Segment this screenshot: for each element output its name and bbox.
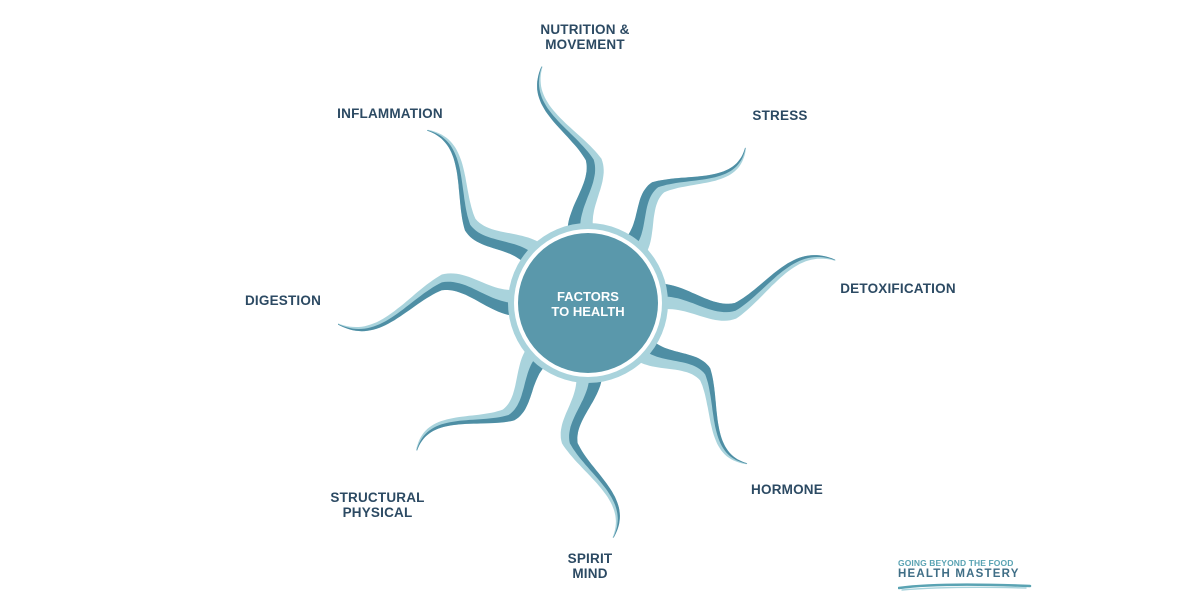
ray-structural-dark <box>416 354 548 451</box>
ray-nutrition <box>537 66 604 233</box>
ray-spirit <box>560 374 620 538</box>
factor-label-nutrition-line-2: MOVEMENT <box>545 37 625 52</box>
center-title-line-2: TO HEALTH <box>551 304 625 319</box>
ray-digestion-dark <box>338 281 516 332</box>
factor-label-detoxification: DETOXIFICATION <box>828 281 968 296</box>
ray-hormone-dark <box>643 339 748 464</box>
center-circle <box>518 233 658 373</box>
factor-label-spirit-line-2: MIND <box>572 566 608 581</box>
factor-label-hormone-line-1: HORMONE <box>751 482 823 497</box>
factor-label-nutrition: NUTRITION & MOVEMENT <box>530 22 640 52</box>
factor-label-detoxification-line-1: DETOXIFICATION <box>840 281 956 296</box>
factor-label-structural-line-1: STRUCTURAL <box>330 490 425 505</box>
brand-tagline: GOING BEYOND THE FOOD <box>898 558 1014 568</box>
sun-rays <box>338 66 836 538</box>
ray-nutrition-light <box>537 66 604 233</box>
factor-label-inflammation: INFLAMMATION <box>325 106 455 121</box>
factor-label-stress: STRESS <box>735 108 825 123</box>
factor-label-spirit-line-1: SPIRIT <box>567 551 613 566</box>
ray-nutrition-dark <box>537 66 596 233</box>
ray-detoxification-dark <box>658 255 836 313</box>
ray-stress <box>624 147 746 257</box>
ray-hormone <box>634 339 748 465</box>
factor-label-nutrition-line-1: NUTRITION & <box>540 22 630 37</box>
factor-label-spirit: SPIRIT MIND <box>545 551 635 581</box>
factor-label-structural: STRUCTURAL PHYSICAL <box>315 490 440 520</box>
factor-label-hormone: HORMONE <box>742 482 832 497</box>
brand-swoosh-icon <box>898 583 1032 591</box>
factor-label-digestion-line-1: DIGESTION <box>244 293 322 308</box>
ray-detoxification <box>658 255 836 321</box>
ray-detoxification-light <box>658 255 836 321</box>
center-title: FACTORS TO HEALTH <box>518 289 658 319</box>
center-title-line-1: FACTORS <box>557 289 619 304</box>
factor-label-stress-line-1: STRESS <box>752 108 808 123</box>
ray-spirit-dark <box>569 374 620 538</box>
factor-label-digestion: DIGESTION <box>233 293 333 308</box>
ray-inflammation-dark <box>427 130 535 265</box>
ray-inflammation <box>427 129 544 265</box>
brand-name: HEALTH MASTERY <box>898 568 1020 580</box>
ray-digestion <box>338 273 516 332</box>
ray-structural <box>416 345 548 451</box>
brand-logo: GOING BEYOND THE FOOD HEALTH MASTERY <box>898 558 1038 591</box>
factor-label-inflammation-line-1: INFLAMMATION <box>337 106 443 121</box>
ray-stress-dark <box>624 147 746 248</box>
factor-label-structural-line-2: PHYSICAL <box>342 505 413 520</box>
